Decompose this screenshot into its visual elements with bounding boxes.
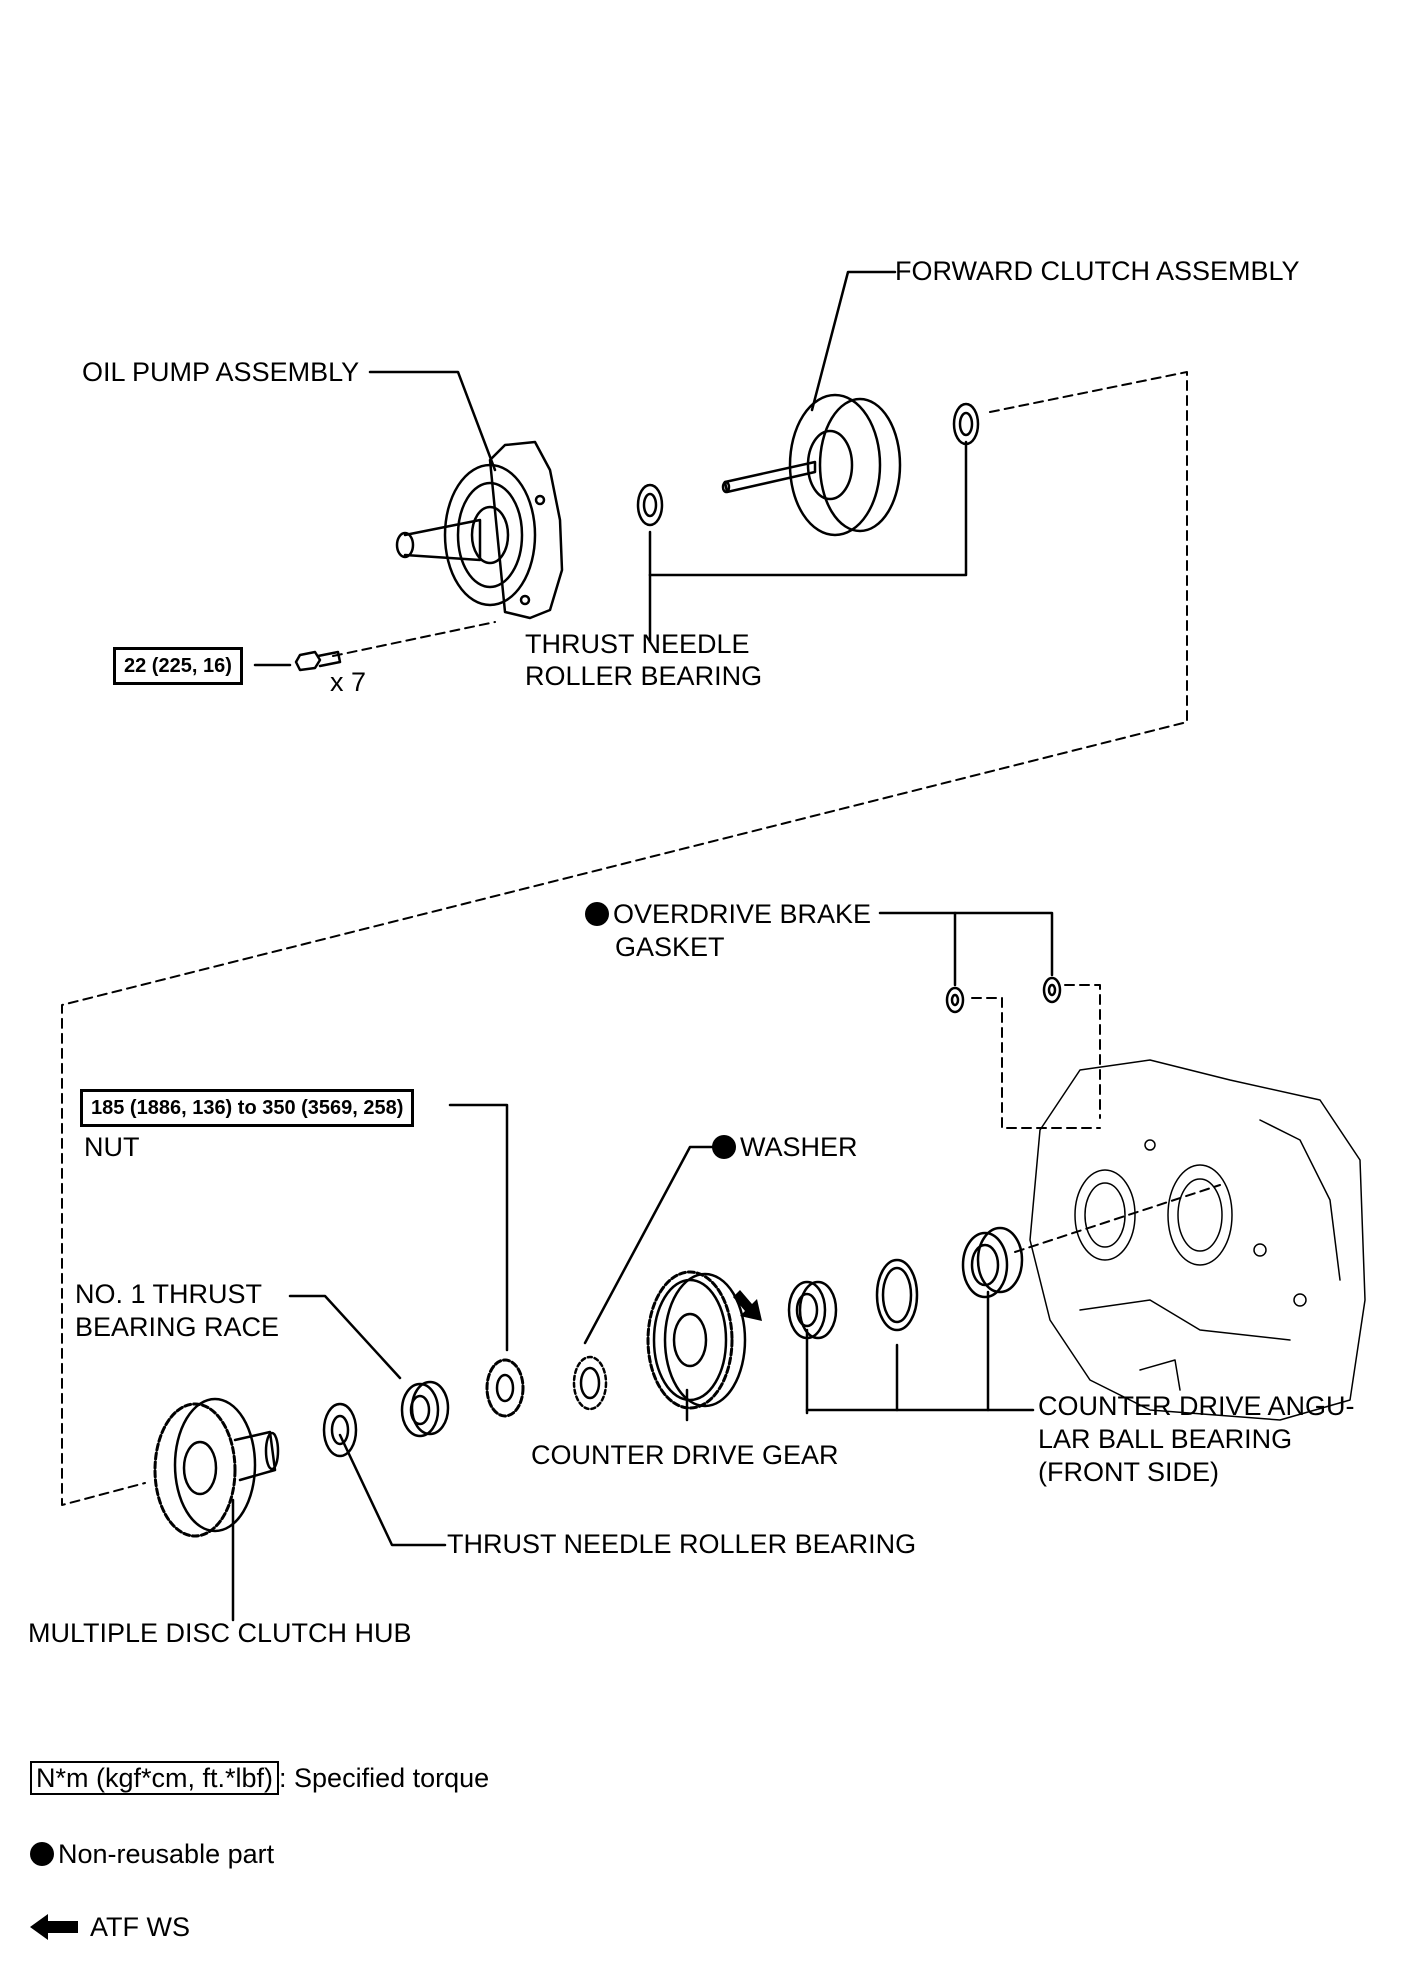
non-reusable-dot-icon: [585, 902, 609, 926]
washer-label: WASHER: [712, 1131, 858, 1164]
overdrive-gasket-label-1: OVERDRIVE BRAKE: [585, 898, 871, 931]
forward-clutch-label: FORWARD CLUTCH ASSEMBLY: [895, 256, 1300, 286]
multiple-disc-clutch-hub-drawing: [153, 1397, 280, 1538]
no1-race-label-1: NO. 1 THRUST: [75, 1279, 263, 1309]
overdrive-gasket-label-2: GASKET: [615, 932, 725, 962]
counter-bearing-label-1: COUNTER DRIVE ANGU-: [1038, 1391, 1355, 1421]
assembly-dashed-path: [61, 371, 1221, 1506]
non-reusable-dot-icon: [712, 1135, 736, 1159]
nut-torque-box: 185 (1886, 136) to 350 (3569, 258): [80, 1089, 415, 1127]
legend-nonreusable: Non-reusable part: [30, 1838, 274, 1871]
legend-atf: ATF WS: [90, 1912, 190, 1942]
legend-torque-unit: N*m (kgf*cm, ft.*lbf): [30, 1761, 280, 1795]
atf-ws-arrow-icon: [733, 1290, 762, 1321]
legend-atf-arrow-icon: [30, 1914, 78, 1940]
counter-drive-gear-drawing: [646, 1270, 747, 1410]
nut-label: NUT: [84, 1132, 140, 1162]
thrust-needle-bearings-top-drawing: [636, 402, 980, 527]
thrust-needle-bearing-bottom-drawing: [322, 1402, 358, 1458]
transaxle-case-drawing: [1029, 1059, 1366, 1421]
legend-torque: N*m (kgf*cm, ft.*lbf): Specified torque: [30, 1761, 489, 1795]
nut-drawing: [485, 1358, 525, 1418]
counter-drive-bearing-drawing: [787, 1226, 1024, 1340]
no1-race-label-2: BEARING RACE: [75, 1312, 280, 1342]
bolt-torque-box: 22 (225, 16): [113, 647, 243, 685]
oil-pump-assembly-drawing: [294, 440, 564, 672]
bolt-quantity-label: x 7: [330, 667, 367, 697]
no1-thrust-bearing-race-drawing: [400, 1380, 450, 1438]
forward-clutch-assembly-drawing: [721, 393, 902, 537]
thrust-needle-bottom-label: THRUST NEEDLE ROLLER BEARING: [447, 1529, 917, 1559]
counter-bearing-label-2: LAR BALL BEARING: [1038, 1424, 1293, 1454]
thrust-needle-top-label-2: ROLLER BEARING: [525, 661, 763, 691]
thrust-needle-top-label-1: THRUST NEEDLE: [525, 629, 750, 659]
clutch-hub-label: MULTIPLE DISC CLUTCH HUB: [28, 1618, 412, 1648]
washer-drawing: [572, 1355, 608, 1411]
oil-pump-label: OIL PUMP ASSEMBLY: [82, 357, 360, 387]
counter-drive-gear-label: COUNTER DRIVE GEAR: [531, 1440, 839, 1470]
non-reusable-dot-icon: [30, 1842, 54, 1866]
counter-bearing-label-3: (FRONT SIDE): [1038, 1457, 1219, 1487]
leader-lines: [231, 270, 1054, 1622]
overdrive-brake-gaskets-drawing: [945, 976, 1062, 1014]
